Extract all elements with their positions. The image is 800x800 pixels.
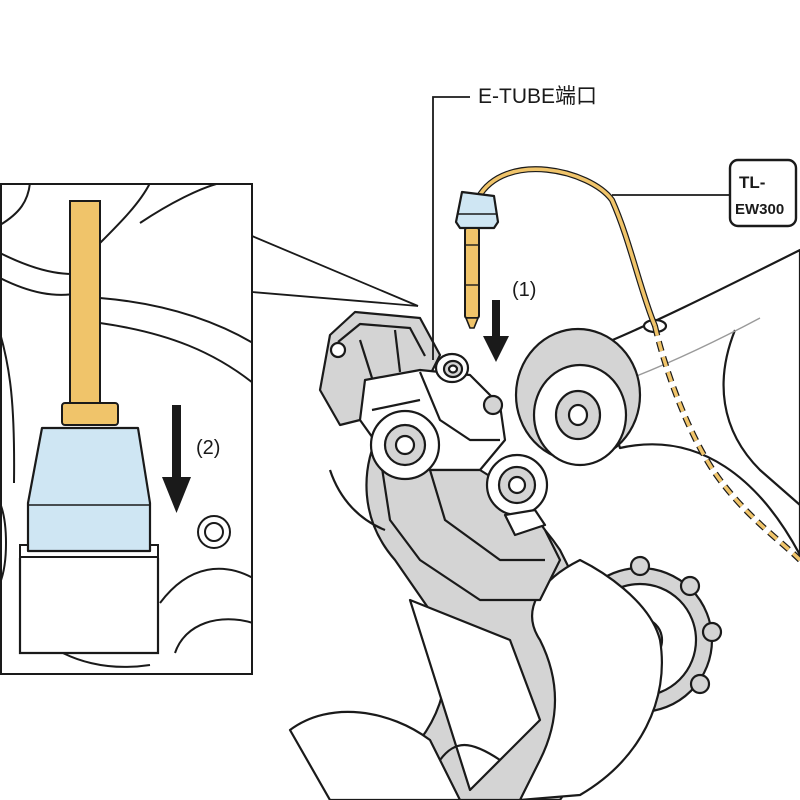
step-1-label: (1) [512, 279, 536, 301]
arrow-step-1 [483, 300, 509, 362]
tool-label-box: TL- EW300 [728, 158, 798, 228]
plug-body [464, 227, 480, 319]
inset-port-housing [18, 558, 160, 655]
e-tube-port-label: E-TUBE端口 [478, 85, 597, 108]
port-leader-line [432, 96, 470, 360]
inset-collar [61, 402, 119, 426]
inset-connector-cap [26, 426, 152, 553]
inset-callout: (2) [0, 183, 419, 675]
pivot-bolt-2 [485, 453, 549, 517]
tool-label-line-2: EW300 [735, 201, 784, 218]
inset-cable [69, 200, 101, 407]
tl-ew300-tool [454, 166, 800, 563]
derailleur-body [318, 310, 562, 602]
arrow-step-2 [162, 405, 191, 513]
pivot-bolt-1 [369, 409, 441, 481]
b-knuckle-pulley [514, 327, 642, 467]
tool-label-line-1: TL- [739, 173, 765, 192]
e-tube-port [434, 352, 470, 384]
step-2-label: (2) [196, 437, 220, 459]
frame-inner-curve [722, 329, 800, 506]
bike-frame [586, 248, 800, 557]
connector-cap [454, 190, 500, 230]
outer-cage-plate [288, 558, 663, 800]
